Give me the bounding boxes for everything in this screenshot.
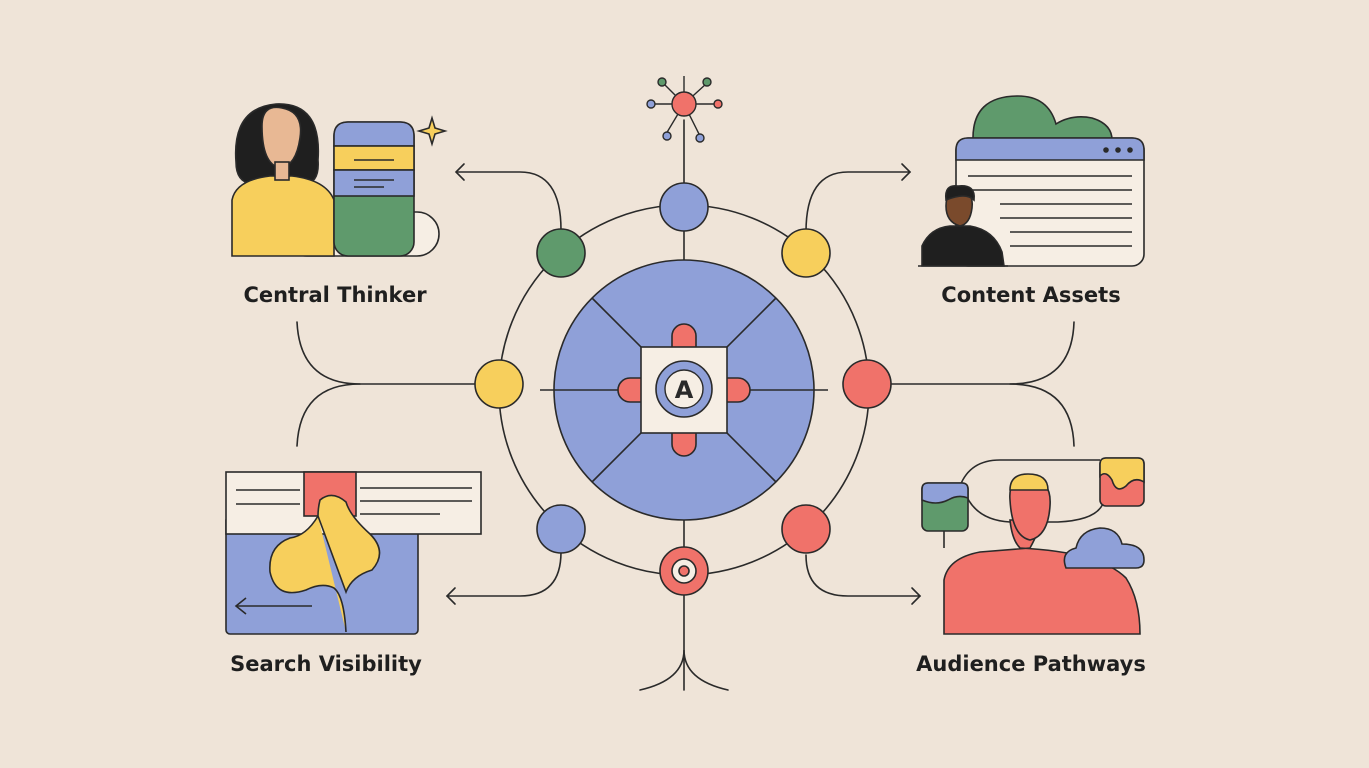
arrow-bottom-left-icon <box>445 587 456 605</box>
ring-nodes <box>474 182 892 596</box>
arrow-top-left-icon <box>454 163 465 181</box>
connector-right-up <box>867 321 1075 385</box>
node-bottom-right <box>781 504 831 554</box>
connector-bottom-left <box>446 551 562 597</box>
sparkle-icon <box>416 115 448 147</box>
central-hub: A <box>540 259 828 521</box>
search-visibility-illustration <box>225 471 482 635</box>
label-audience-pathways: Audience Pathways <box>916 652 1146 676</box>
node-top-right <box>781 228 831 278</box>
content-assets-illustration <box>918 95 1145 267</box>
connector-left-down <box>296 383 361 447</box>
connector-right-down <box>1009 383 1075 447</box>
burst-icon <box>646 76 723 143</box>
label-central-thinker: Central Thinker <box>243 283 427 307</box>
label-search-visibility: Search Visibility <box>230 652 422 676</box>
cloud-icon <box>1063 527 1145 569</box>
arrow-bottom-right-icon <box>911 587 922 605</box>
center-badge-letter: A <box>675 376 694 404</box>
node-top <box>659 182 709 232</box>
connector-top-left <box>457 171 562 231</box>
node-bottom-left <box>536 504 586 554</box>
audience-pathways-illustration <box>921 457 1145 635</box>
cloud-icon <box>972 95 1113 141</box>
connector-top-right <box>805 171 911 233</box>
node-left <box>474 359 524 409</box>
central-thinker-illustration <box>231 103 448 257</box>
bottom-fork <box>639 649 729 691</box>
connector-left-up <box>296 321 500 385</box>
arrow-top-right-icon <box>901 163 912 181</box>
target-icon <box>659 546 709 596</box>
node-top-left <box>536 228 586 278</box>
label-content-assets: Content Assets <box>941 283 1121 307</box>
connector-bottom-right <box>805 554 921 597</box>
node-right <box>842 359 892 409</box>
